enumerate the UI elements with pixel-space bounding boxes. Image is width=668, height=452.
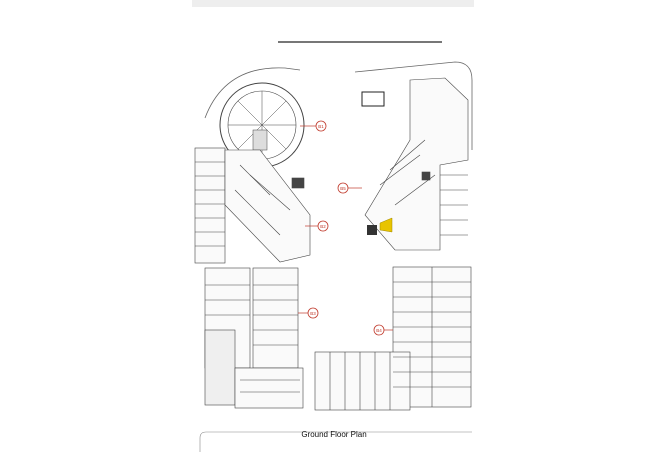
block-b4 (314, 266, 472, 411)
wing-b5 (361, 77, 469, 251)
top-toolbar-strip (192, 0, 474, 7)
site-boundary-right (354, 61, 473, 150)
entrance-highlight (379, 217, 393, 233)
site-boundary-arc (204, 67, 301, 119)
block-marker-b2[interactable]: B2 (305, 220, 329, 232)
block-b3 (204, 267, 304, 409)
wing-b2 (194, 147, 311, 264)
block-marker-b1[interactable]: B1 (300, 120, 327, 132)
block-marker-b5[interactable]: B5 (337, 182, 362, 194)
block-marker-b5-label: B5 (340, 186, 346, 191)
block-marker-b3-label: B3 (310, 311, 316, 316)
block-marker-b4[interactable]: B4 (373, 324, 393, 336)
block-marker-b1-label: B1 (318, 124, 324, 129)
plan-title: Ground Floor Plan (301, 430, 367, 439)
block-marker-b3[interactable]: B3 (298, 307, 319, 319)
tower-b1 (219, 82, 305, 168)
entrance-block (367, 225, 377, 235)
block-marker-b4-label: B4 (376, 328, 382, 333)
block-marker-b2-label: B2 (320, 224, 326, 229)
road-edge (199, 431, 472, 452)
